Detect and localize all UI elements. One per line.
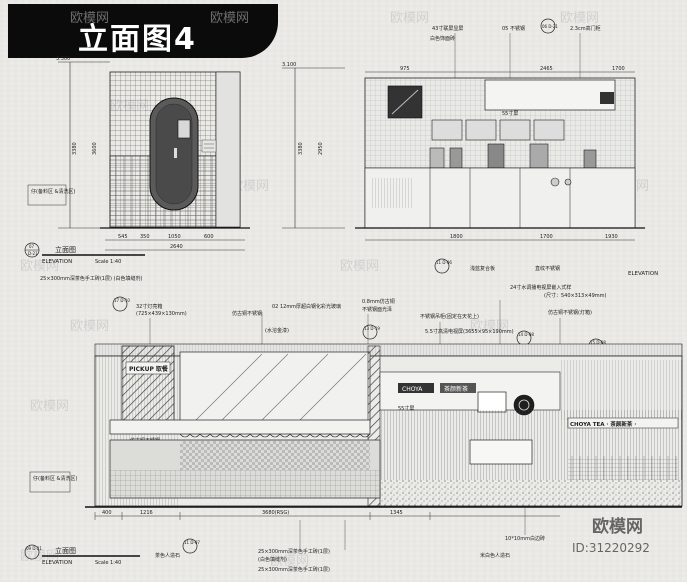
- watermark-text: 欧模网: [470, 319, 509, 334]
- material-note: 25×300mm深茶色手工砖(1层): [258, 566, 330, 573]
- dimension-text: 3380: [298, 142, 304, 155]
- material-note: 25×300mm深茶色手工砖(1层) (白色填缝剂): [40, 275, 142, 282]
- watermark-text: 欧模网: [20, 259, 59, 274]
- elevation-label-en: ELEVATION: [42, 560, 72, 566]
- material-note: 仿古铜不锈钢: [232, 310, 262, 317]
- watermark-text: 欧模网: [210, 11, 249, 26]
- material-note: 米白色人造石: [480, 552, 510, 559]
- signage-cn: 茶颜新茶: [444, 385, 468, 393]
- dimension-text: 1700: [540, 234, 553, 240]
- material-note: 10*10mm白边砖: [505, 535, 545, 542]
- material-note: (尺寸：540×313×49mm): [544, 292, 607, 299]
- corner-id: ID:31220292: [572, 541, 650, 555]
- section-tag: 09 D-21: [26, 546, 42, 551]
- dimension-text: 975: [400, 66, 410, 72]
- section-tag: 11 D-06: [436, 260, 452, 265]
- material-note: 32寸灯亮箱: [136, 303, 162, 310]
- watermark-text: 欧模网: [270, 554, 309, 569]
- page-title: 立面图4: [78, 22, 197, 57]
- lower-storefront-elevation: PICKUP 取餐 仿古铜不锈钢 CHOYA 茶颜新茶 55寸屏: [24, 343, 683, 573]
- material-note: (725×439×130mm): [136, 311, 187, 317]
- section-tag: 13 D-19: [364, 326, 380, 331]
- watermark-text: 欧模网: [70, 11, 109, 26]
- upper-right-elevation: 3.100 3380 2950 975 2465 1700 43寸联屏显屏 05…: [282, 18, 658, 277]
- dimension-text: 2950: [318, 142, 324, 155]
- material-note: 直纹不锈钢: [535, 265, 560, 272]
- scale-label: Scale 1:40: [95, 560, 121, 566]
- material-note: 浅蓝复合板: [470, 265, 495, 272]
- elevation-label-cn: 立面图: [55, 245, 76, 254]
- material-note: 2.3cm高门柜: [570, 25, 601, 32]
- brand-watermark: 欧模网 ID:31220292: [572, 516, 650, 555]
- watermark-text: 欧模网: [340, 259, 379, 274]
- elevation-label-en: ELEVATION: [42, 259, 72, 265]
- section-tag: D-21: [28, 251, 38, 256]
- dimension-text: 3680(RSG): [262, 510, 289, 516]
- dimension-text: 600: [204, 234, 214, 240]
- watermark-text: 欧模网: [390, 11, 429, 26]
- area-label: 仔(备料区 &清洗区): [31, 188, 75, 195]
- level-mark: 3.300: [56, 56, 70, 62]
- material-note: 不锈钢面光泽: [362, 306, 392, 313]
- section-tag: 14 D-08: [518, 332, 534, 337]
- material-note: 24寸水调播电视屏嵌入式样: [510, 284, 571, 291]
- dimension-text: 1216: [140, 510, 153, 516]
- dimension-text: 545: [118, 234, 128, 240]
- callout-notes: 17 D-10 13 D-19 14 D-08 15 D-08 32寸灯亮箱 (…: [112, 284, 607, 390]
- dimension-text: 3380: [72, 142, 78, 155]
- elevation-label-cn: 立面图: [55, 546, 76, 555]
- material-note: 0.8mm仿古铜: [362, 298, 395, 305]
- material-note: 05 不锈钢: [502, 25, 525, 32]
- material-note: 02 12mm厚超白钢化彩光玻璃: [272, 303, 341, 310]
- dimension-text: 2465: [540, 66, 553, 72]
- section-tag: 06 D-21: [542, 24, 558, 29]
- dimension-text: 400: [102, 510, 112, 516]
- title-banner: 立面图4: [8, 4, 278, 58]
- material-note: (白色填缝剂): [258, 556, 287, 563]
- scale-label: Scale 1:40: [95, 259, 121, 265]
- section-tag: 17 D-10: [114, 298, 130, 303]
- watermark-text: 欧模网: [20, 549, 59, 564]
- section-tag: 15 D-08: [590, 340, 606, 345]
- area-label: 仔(备料区 &清洗区): [33, 475, 77, 482]
- screen-caption: 55寸屏: [398, 405, 414, 412]
- material-note: 43寸联屏显屏: [432, 25, 463, 32]
- signage-logo: CHOYA: [402, 386, 423, 393]
- material-note: 不锈钢吊柜(固定在天花上): [420, 313, 479, 320]
- corner-brand: 欧模网: [592, 516, 643, 537]
- section-tag: 11 D-07: [184, 540, 200, 545]
- material-note: 5.5寸高清电视屏(3655×95×190mm): [425, 328, 514, 335]
- dimension-text: 3600: [92, 142, 98, 155]
- material-note: 茶色人造石: [155, 552, 180, 559]
- material-note: 白色饰面砖: [430, 35, 455, 42]
- level-mark: 3.100: [282, 62, 296, 68]
- upper-left-elevation: 3.300 3380 3600 仔(备料区 &清洗区) 545 350 1050…: [24, 56, 250, 282]
- elevation-label-en: ELEVATION: [628, 271, 658, 277]
- watermark-text: 欧模网: [560, 11, 599, 26]
- dimension-text: 1050: [168, 234, 181, 240]
- pickup-sign: PICKUP 取餐: [129, 365, 169, 373]
- dimension-text: 1700: [612, 66, 625, 72]
- dimension-text: 1345: [390, 510, 403, 516]
- material-note: (水溶金漆): [265, 327, 289, 334]
- watermark-text: 欧模网: [30, 399, 69, 414]
- dimension-text: 350: [140, 234, 150, 240]
- section-tag: 07: [29, 244, 35, 249]
- material-note: 仿古铜不锈钢(灯箱): [548, 309, 592, 316]
- dimension-text: 2640: [170, 244, 183, 250]
- screen-caption: 55寸屏: [502, 110, 518, 117]
- watermark-text: 欧模网: [70, 319, 109, 334]
- dimension-text: 1930: [605, 234, 618, 240]
- dimension-text: 1800: [450, 234, 463, 240]
- material-note: 25×300mm深茶色手工砖(1层): [258, 548, 330, 555]
- signage-strip: CHOYA TEA · 茶颜新茶 ·: [570, 420, 636, 428]
